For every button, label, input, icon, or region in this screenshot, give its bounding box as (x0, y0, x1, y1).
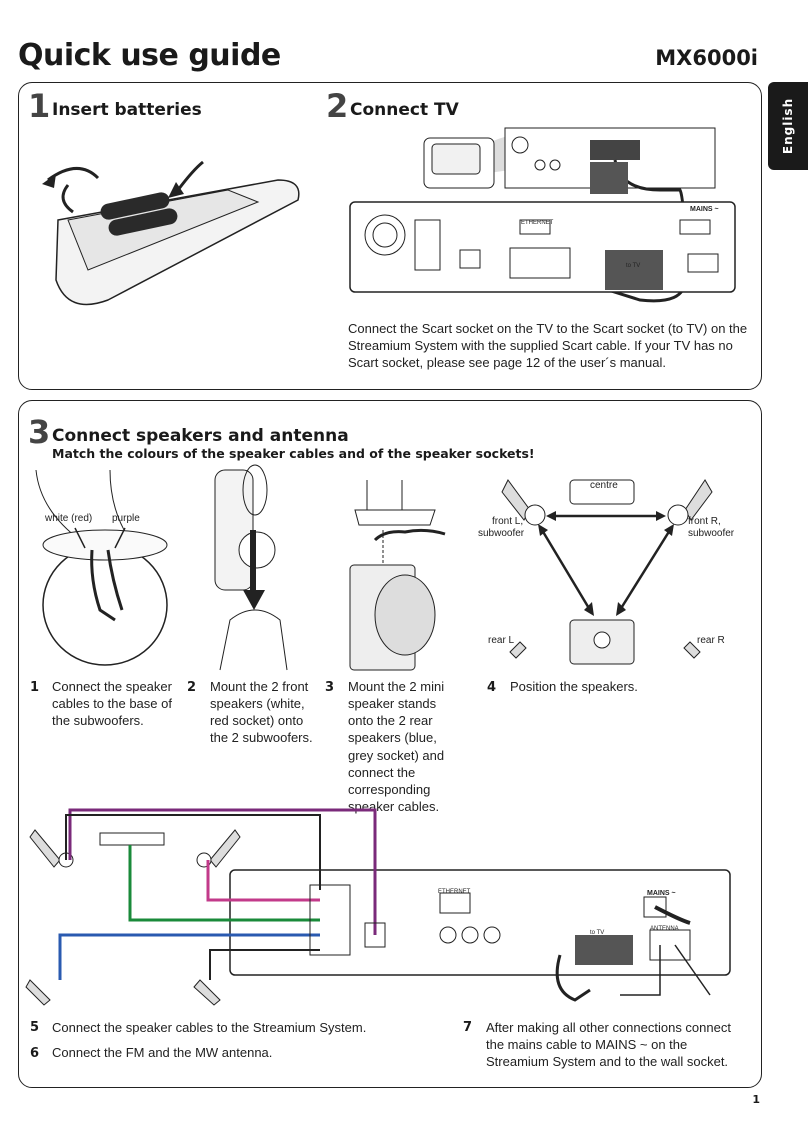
section-3-number: 3 (28, 413, 51, 451)
subwoofer-base-illustration (35, 469, 168, 666)
to-tv-label-bottom: to TV (590, 930, 605, 936)
ethernet-label-bottom: ETHERNET (438, 889, 471, 895)
step-3-number: 3 (325, 680, 335, 695)
to-tv-label-top: to TV (626, 263, 641, 269)
section-1-title: Insert batteries (52, 100, 202, 120)
mains-label-top: MAINS ~ (690, 206, 719, 213)
panel-tv-batteries (18, 82, 762, 390)
step-4-text: Position the speakers. (510, 679, 638, 694)
label-rear-l: rear L (488, 635, 515, 646)
step-4-number: 4 (487, 680, 497, 695)
step-3-text: Mount the 2 mini speaker stands onto the… (348, 679, 445, 815)
mount-front-speaker-illustration (214, 464, 288, 671)
label-centre: centre (590, 480, 618, 491)
step-1-text: Connect the speaker cables to the base o… (52, 679, 172, 729)
section-2-title: Connect TV (350, 100, 459, 120)
mains-label-bottom: MAINS ~ (647, 890, 676, 897)
section-2-number: 2 (326, 87, 349, 125)
speaker-positioning-diagram (501, 479, 713, 665)
ethernet-label-top: ETHERNET (521, 220, 554, 226)
model-name: MX6000i (655, 46, 758, 70)
step-2-text: Mount the 2 front speakers (white, red s… (210, 679, 313, 746)
step-5-text: Connect the speaker cables to the Stream… (52, 1020, 367, 1035)
label-front-l-sub: subwoofer (478, 528, 525, 539)
step-5-number: 5 (30, 1020, 40, 1035)
label-front-r: front R, (688, 516, 721, 527)
step-1-number: 1 (30, 680, 40, 695)
antenna-label: ANTENNA (650, 926, 679, 932)
section-3-subtitle: Match the colours of the speaker cables … (52, 446, 535, 461)
label-front-l: front L, (492, 516, 524, 527)
rear-speaker-stand-illustration (349, 480, 446, 671)
language-tab: English (768, 82, 808, 170)
page-number: 1 (752, 1093, 760, 1106)
page-title: Quick use guide (18, 38, 281, 73)
step-6-number: 6 (30, 1046, 40, 1061)
remote-illustration (42, 160, 300, 306)
label-front-r-sub: subwoofer (688, 528, 735, 539)
language-label: English (781, 97, 795, 155)
label-white-red: white (red) (45, 513, 93, 524)
step-2-number: 2 (187, 680, 197, 695)
section-1-number: 1 (28, 87, 51, 125)
label-rear-r: rear R (697, 635, 725, 646)
step-7-text: After making all other connections conne… (486, 1020, 731, 1070)
section-2-text: Connect the Scart socket on the TV to th… (348, 321, 748, 371)
panel-speakers (18, 400, 762, 1088)
step-6-text: Connect the FM and the MW antenna. (52, 1045, 273, 1060)
step-7-number: 7 (463, 1020, 473, 1035)
tv-connection-illustration (349, 127, 736, 303)
label-purple: purple (112, 513, 140, 524)
speaker-wiring-illustration (25, 808, 731, 1006)
section-3-title: Connect speakers and antenna (52, 426, 349, 446)
